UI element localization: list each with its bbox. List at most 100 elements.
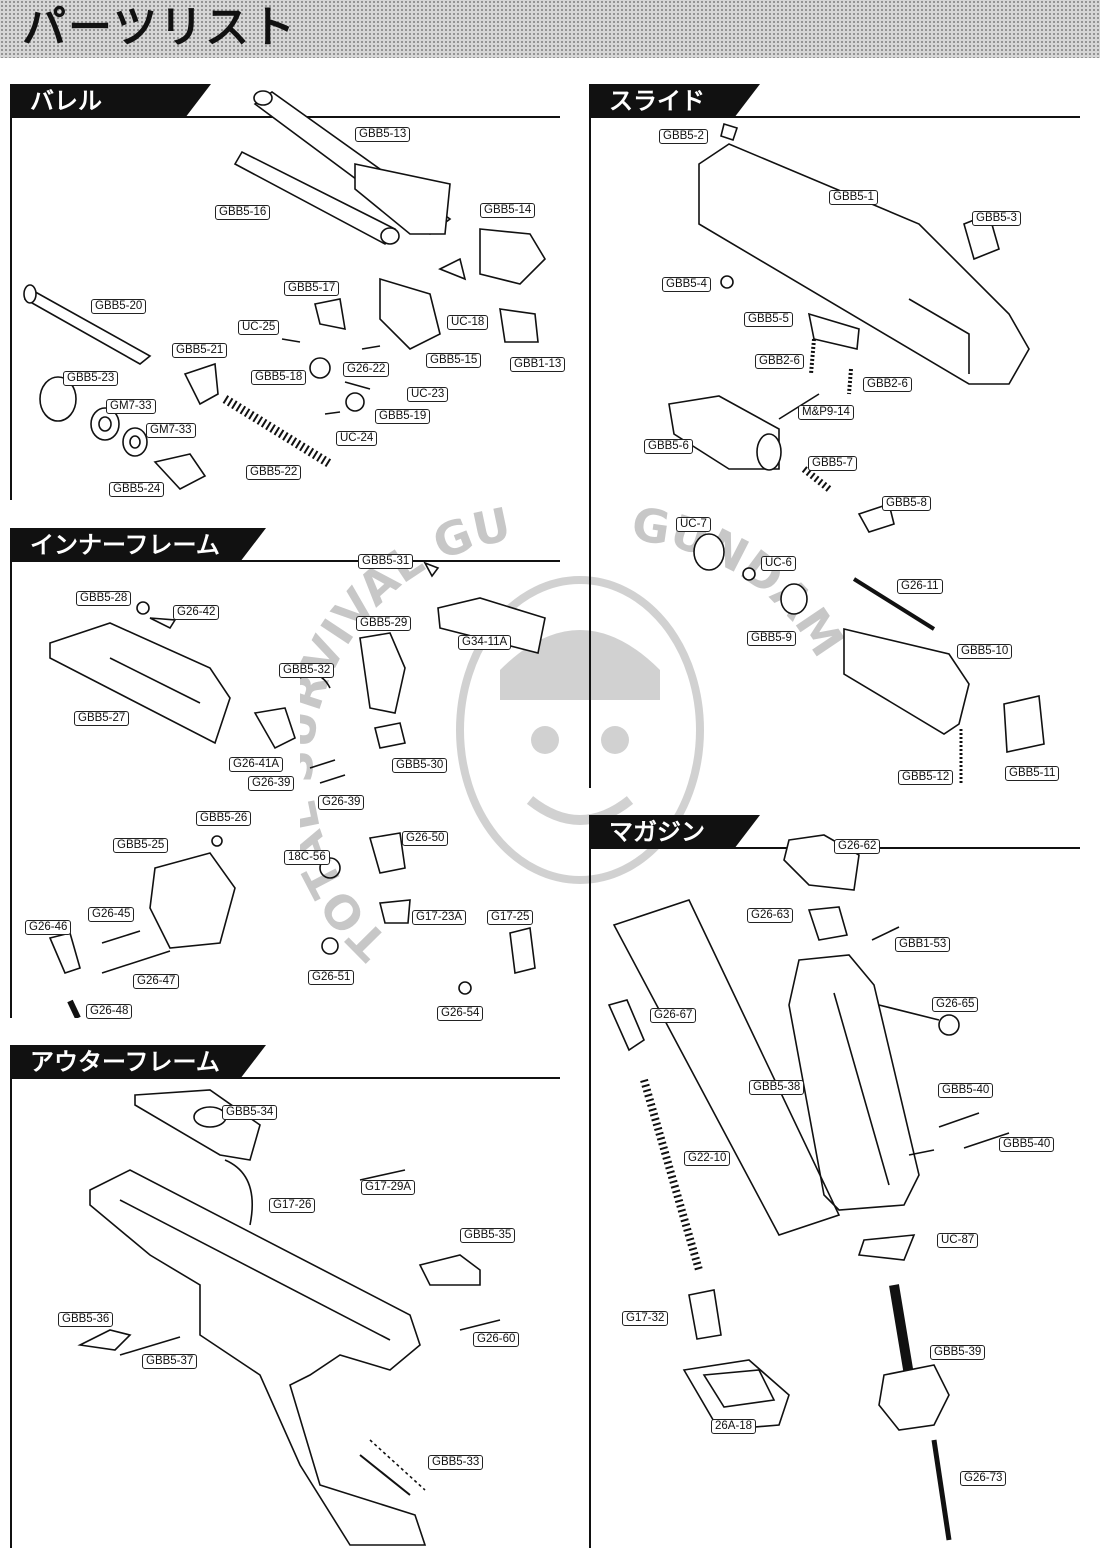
part-label: GBB5-23 [63, 371, 119, 386]
part-label: G26-65 [932, 997, 979, 1012]
part-label: GBB5-32 [279, 663, 335, 678]
part-label: GBB5-36 [58, 1312, 114, 1327]
part-label: UC-18 [447, 315, 489, 330]
section-title-inner-frame: インナーフレーム [10, 528, 266, 562]
part-label: UC-7 [676, 517, 711, 532]
part-label: GBB5-35 [460, 1228, 516, 1243]
section-title-barrel: バレル [10, 84, 211, 118]
part-label: GBB5-16 [215, 205, 271, 220]
part-label: GBB5-20 [91, 299, 147, 314]
section-magazine: マガジン G26-62 G26-63 GBB1-53 G26-65 G26-67… [589, 815, 1080, 1548]
part-label: GBB5-11 [1005, 766, 1060, 781]
part-label: G34-11A [458, 635, 512, 650]
part-label: GBB5-12 [898, 770, 954, 785]
part-label: GBB5-26 [196, 811, 252, 826]
part-label: GBB2-6 [863, 377, 912, 392]
part-label: UC-6 [761, 556, 796, 571]
part-label: GBB1-13 [510, 357, 566, 372]
page-title: パーツリスト [22, 2, 298, 53]
part-label: G26-73 [960, 1471, 1007, 1486]
part-label: GBB1-53 [895, 937, 951, 952]
part-label: GBB5-14 [480, 203, 536, 218]
part-label: G26-39 [248, 776, 295, 791]
part-label: G17-25 [487, 910, 534, 925]
part-label: GBB5-1 [829, 190, 878, 205]
part-label: GBB5-39 [930, 1345, 986, 1360]
part-label: G26-67 [650, 1008, 697, 1023]
part-label: GM7-33 [106, 399, 156, 414]
part-label: G26-39 [318, 795, 365, 810]
part-label: GBB5-33 [428, 1455, 484, 1470]
part-label: UC-23 [407, 387, 449, 402]
section-slide: スライド GBB5-2 GBB5-1 GBB5-3 GBB5-4 GBB5-5 … [589, 84, 1080, 788]
part-label: G26-63 [747, 908, 794, 923]
part-label: G26-46 [25, 920, 72, 935]
part-label: M&P9-14 [798, 405, 854, 420]
part-label: G26-11 [897, 579, 943, 594]
part-label: GBB5-21 [172, 343, 228, 358]
outer-frame-art [77, 1089, 501, 1546]
part-label: GBB5-22 [246, 465, 302, 480]
page-header: パーツリスト [0, 0, 1100, 58]
section-outer-frame: アウターフレーム GBB5-34 G17-26 G17-29A GBB5-35 … [10, 1045, 560, 1548]
part-label: GBB5-3 [972, 211, 1021, 226]
part-label: G26-51 [308, 970, 355, 985]
part-label: GBB5-34 [222, 1105, 278, 1120]
part-label: GBB5-6 [644, 439, 693, 454]
part-label: GBB5-40 [999, 1137, 1055, 1152]
section-barrel: バレル GBB5-13 GBB5-16 GBB5-14 GB [10, 84, 566, 500]
part-label: GM7-33 [146, 423, 196, 438]
part-label: GBB5-9 [747, 631, 796, 646]
part-label: GBB2-6 [755, 354, 804, 369]
watermark: TOTAL SURVIVAL GUNSHOP GUNDAM [300, 470, 855, 971]
part-label: GBB5-25 [113, 838, 169, 853]
part-label: GBB5-27 [74, 711, 130, 726]
part-label: GBB5-18 [251, 370, 307, 385]
part-label: G26-22 [343, 362, 390, 377]
part-label: G22-10 [684, 1151, 731, 1166]
part-label: GBB5-5 [744, 312, 793, 327]
section-title-magazine: マガジン [589, 815, 760, 849]
part-label: GBB5-40 [938, 1083, 994, 1098]
part-label: GBB5-30 [392, 758, 448, 773]
part-label: GBB5-2 [659, 129, 708, 144]
part-label: GBB5-15 [426, 353, 482, 368]
part-label: 18C-56 [284, 850, 330, 865]
part-label: GBB5-19 [375, 409, 431, 424]
part-label: GBB5-4 [662, 277, 711, 292]
part-label: G26-45 [88, 907, 135, 922]
part-label: GBB5-13 [355, 127, 411, 142]
part-label: G26-48 [86, 1004, 133, 1019]
part-label: G26-60 [473, 1332, 520, 1347]
part-label: G26-50 [402, 831, 449, 846]
section-inner-frame: インナーフレーム GBB5-31 GBB5-28 G26-42 GBB5-29 … [10, 528, 560, 1021]
part-label: GBB5-29 [356, 616, 412, 631]
part-label: G26-47 [133, 974, 180, 989]
part-label: G17-26 [269, 1198, 316, 1213]
part-label: GBB5-37 [142, 1354, 198, 1369]
part-label: GBB5-8 [882, 496, 931, 511]
barrel-art [23, 90, 547, 490]
inner-frame-art [48, 561, 546, 1018]
part-label: G26-62 [834, 839, 881, 854]
section-title-slide: スライド [589, 84, 760, 118]
part-label: UC-87 [937, 1233, 979, 1248]
part-label: GBB5-7 [808, 456, 857, 471]
part-label: UC-24 [336, 431, 378, 446]
part-label: G17-29A [361, 1180, 416, 1195]
part-label: G17-23A [412, 910, 467, 925]
part-label: G17-32 [622, 1311, 669, 1326]
part-label: GBB5-31 [358, 554, 414, 569]
part-label: GBB5-10 [957, 644, 1013, 659]
part-label: G26-42 [173, 605, 220, 620]
magazine-art [607, 834, 1010, 1541]
part-label: GBB5-28 [76, 591, 132, 606]
section-title-outer-frame: アウターフレーム [10, 1045, 266, 1079]
part-label: UC-25 [238, 320, 280, 335]
part-label: G26-54 [437, 1006, 484, 1021]
part-label: G26-41A [229, 757, 284, 772]
part-label: GBB5-38 [749, 1080, 805, 1095]
part-label: GBB5-17 [284, 281, 340, 296]
part-label: 26A-18 [711, 1419, 757, 1434]
part-label: GBB5-24 [109, 482, 165, 497]
